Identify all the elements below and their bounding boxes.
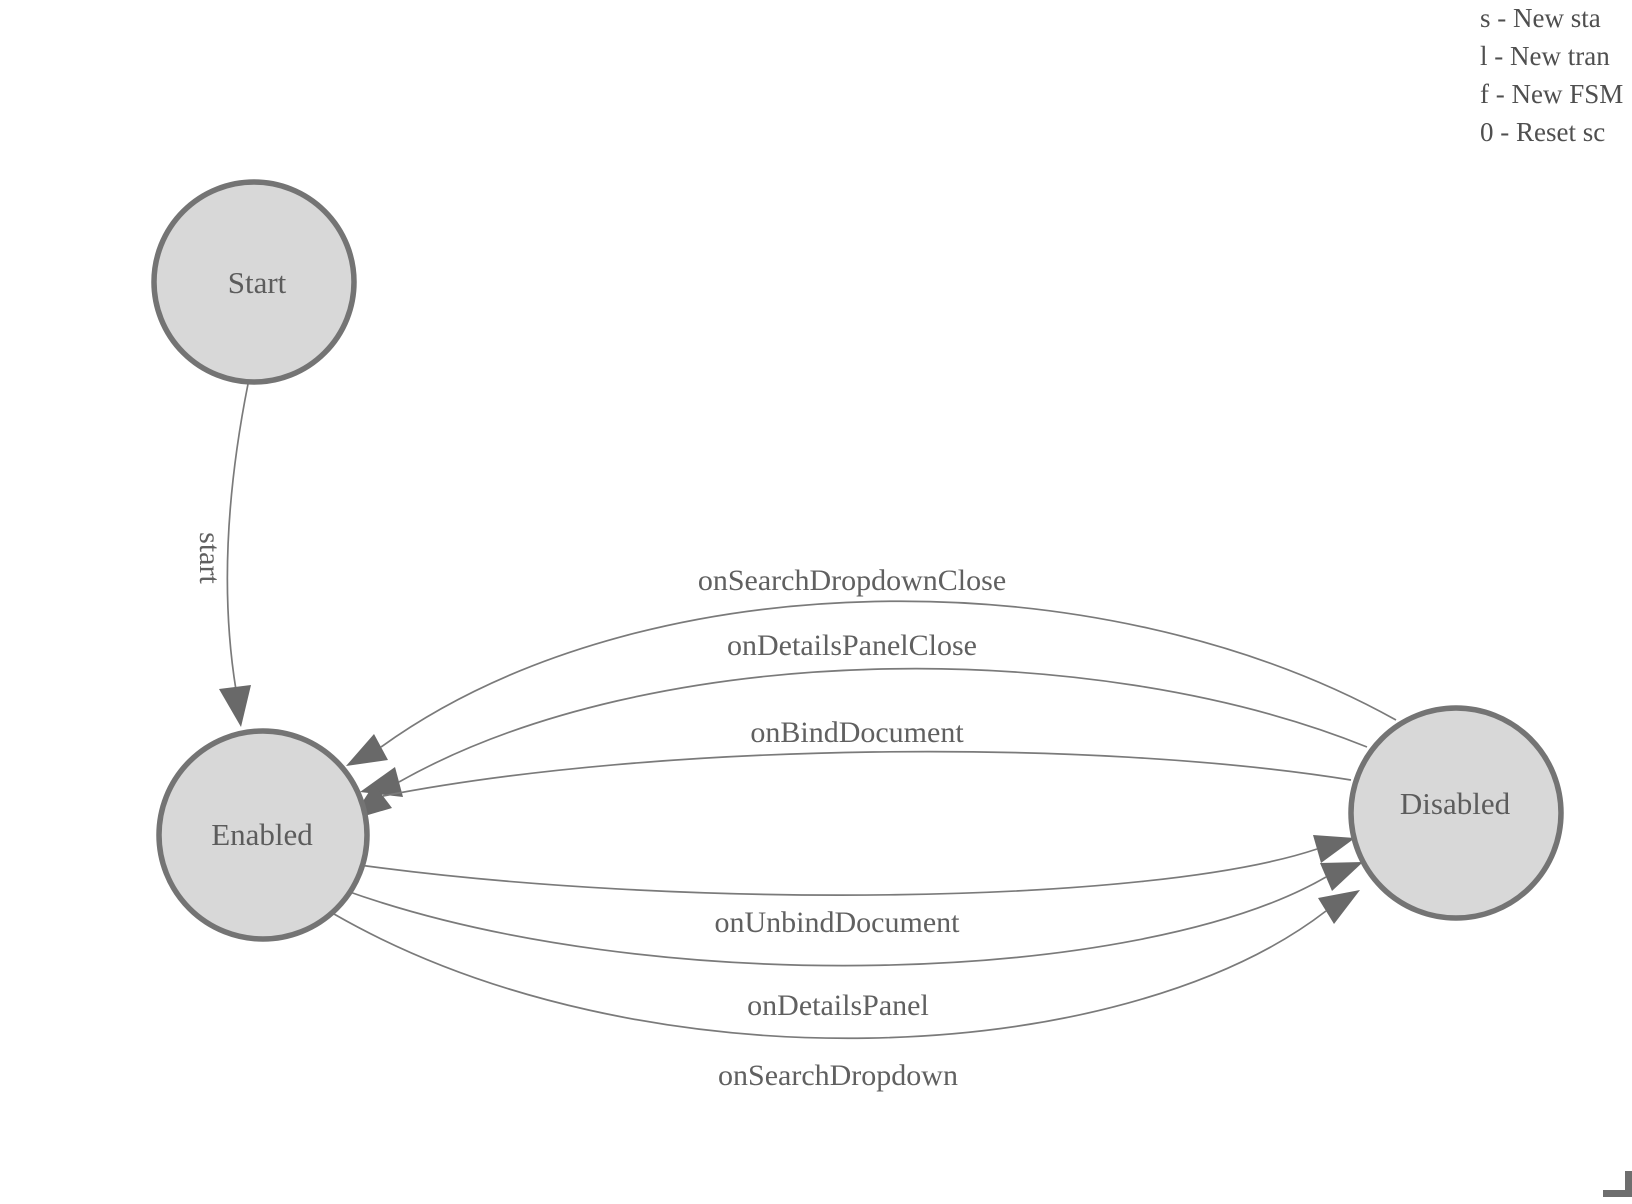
transition-onDetailsPanel: onDetailsPanel — [343, 862, 1363, 1022]
transition-edge[interactable] — [333, 910, 1327, 1040]
state-label-start: Start — [228, 265, 287, 300]
transition-label: onDetailsPanelClose — [727, 629, 977, 662]
legend-line-new-state: s - New sta — [1480, 3, 1601, 33]
arrowhead-icon — [346, 734, 388, 766]
corner-vertical-bar — [1625, 1171, 1632, 1197]
transition-onSearchDropdownClose: onSearchDropdownClose — [346, 564, 1397, 766]
state-label-disabled: Disabled — [1400, 786, 1511, 821]
corner-horizontal-bar — [1603, 1190, 1632, 1197]
transition-onSearchDropdown: onSearchDropdown — [333, 890, 1360, 1092]
transition-edge[interactable] — [382, 750, 1352, 797]
state-circle-disabled[interactable] — [1348, 705, 1564, 921]
state-node-start[interactable]: Start — [151, 179, 357, 385]
arrowhead-icon — [1320, 862, 1363, 891]
transition-label-start: start — [193, 532, 226, 584]
state-circle-start[interactable] — [151, 179, 357, 385]
arrowhead-icon — [1318, 890, 1360, 924]
legend-line-new-fsm: f - New FSM — [1480, 79, 1623, 109]
transition-label: onDetailsPanel — [747, 989, 929, 1022]
transition-edge-start[interactable] — [226, 383, 249, 691]
arrowhead-icon — [219, 685, 251, 727]
arrowhead-icon — [1313, 835, 1355, 863]
transition-start: start — [193, 383, 251, 727]
state-node-disabled[interactable]: Disabled — [1348, 705, 1564, 921]
transition-label: onUnbindDocument — [715, 906, 961, 939]
clipped-box-corner — [1603, 1171, 1632, 1197]
transition-edge[interactable] — [343, 876, 1327, 967]
transition-onUnbindDocument: onUnbindDocument — [351, 835, 1355, 939]
transition-label: onBindDocument — [750, 716, 964, 749]
shortcut-legend: s - New sta l - New tran f - New FSM 0 -… — [1480, 3, 1623, 147]
state-circle-enabled[interactable] — [156, 728, 370, 942]
transition-edge[interactable] — [351, 848, 1318, 896]
legend-line-reset: 0 - Reset sc — [1480, 117, 1605, 147]
transition-onBindDocument: onBindDocument — [351, 716, 1352, 820]
arrowhead-icon — [360, 767, 403, 797]
transition-label: onSearchDropdownClose — [698, 564, 1006, 597]
state-label-enabled: Enabled — [211, 817, 313, 852]
transition-onDetailsPanelClose: onDetailsPanelClose — [360, 629, 1368, 797]
legend-line-new-transition: l - New tran — [1480, 41, 1610, 71]
transition-edge[interactable] — [380, 600, 1397, 748]
transition-edge[interactable] — [398, 667, 1368, 783]
transition-label: onSearchDropdown — [718, 1059, 958, 1092]
state-node-enabled[interactable]: Enabled — [156, 728, 370, 942]
